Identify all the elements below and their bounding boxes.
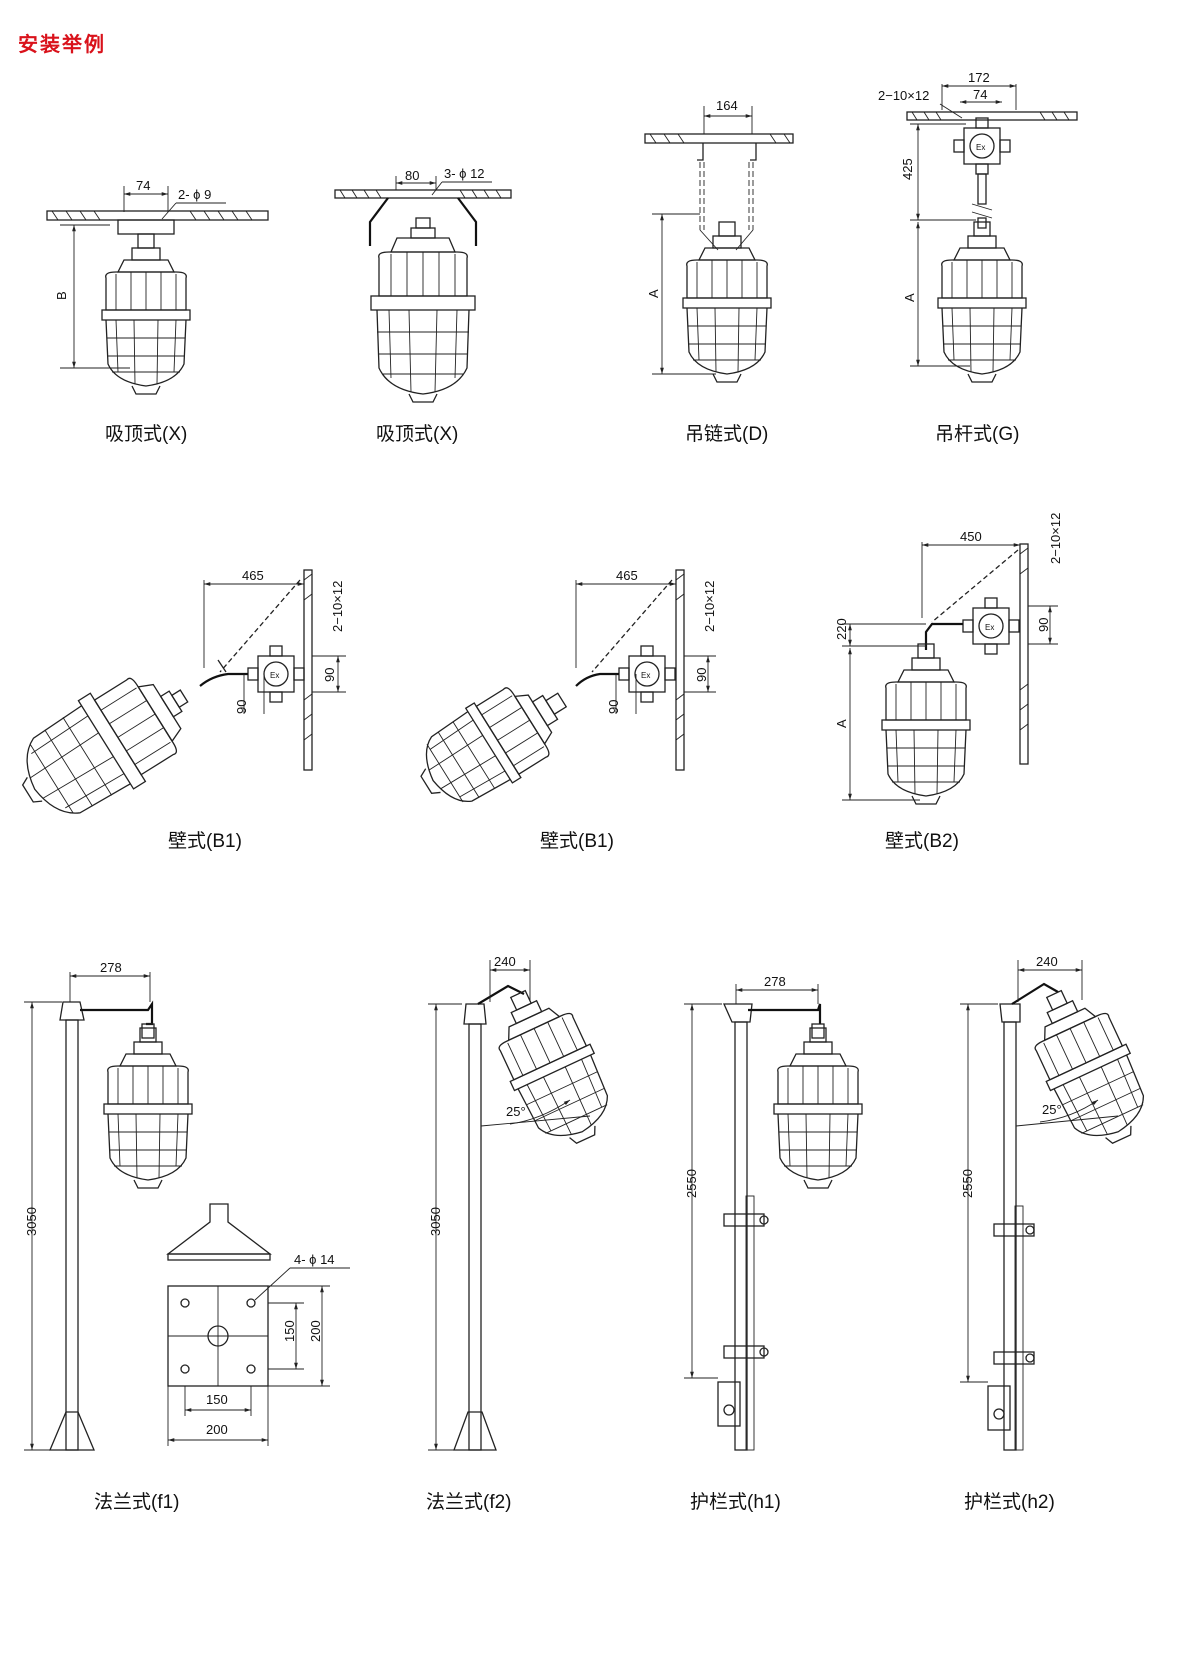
figure-h2: 240 2550 25° 护栏式(h2) [960,954,1163,1513]
dim-text: 2550 [684,1169,699,1198]
figure-d: 164 A 吊链式(D) [644,98,794,445]
dim-text: B [54,291,69,300]
dim-text: 90 [234,700,249,714]
dim-text: 200 [308,1320,323,1342]
figure-caption: 护栏式(h2) [964,1491,1055,1513]
figure-x1: 74 2- ϕ 9 B 吸顶式(X) [46,178,269,445]
dim-text: 25° [1042,1102,1062,1117]
figure-caption: 壁式(B2) [885,830,959,852]
dim-text: 465 [242,568,264,583]
dim-text: A [902,293,917,302]
figure-b2: 450 2−10×12 90 220 A 壁式(B2) [834,513,1063,852]
figure-caption: 法兰式(f1) [94,1491,180,1513]
dim-text: 74 [136,178,150,193]
dim-text: 4- ϕ 14 [294,1252,335,1267]
figure-x2: 80 3- ϕ 12 吸顶式(X) [334,166,512,445]
figure-caption: 壁式(B1) [540,830,614,852]
figure-f2: 240 3050 25° 法兰式(f2) [426,954,627,1513]
dim-text: 2−10×12 [1048,513,1063,564]
figure-caption: 吸顶式(X) [105,423,187,445]
dim-text: 220 [834,618,849,640]
dim-text: 2−10×12 [878,88,929,103]
dim-text: 240 [1036,954,1058,969]
dim-text: 90 [606,700,621,714]
dim-text: 25° [506,1104,526,1119]
figure-caption: 吊杆式(G) [935,423,1019,445]
dim-text: 164 [716,98,738,113]
dim-text: 200 [206,1422,228,1437]
figure-caption: 护栏式(h1) [690,1491,781,1513]
dim-text: 2- ϕ 9 [178,187,211,202]
figure-b1b: 465 2−10×12 90 90 壁式(B1) [402,568,717,852]
dim-text: 74 [973,87,987,102]
figure-caption: 吸顶式(X) [376,423,458,445]
dim-text: 3- ϕ 12 [444,166,485,181]
figure-caption: 法兰式(f2) [426,1491,512,1513]
figure-caption: 壁式(B1) [168,830,242,852]
dim-text: A [834,719,849,728]
dim-text: A [646,289,661,298]
dim-text: 278 [100,960,122,975]
dim-text: 3050 [428,1207,443,1236]
dim-text: 425 [900,158,915,180]
dim-text: 172 [968,70,990,85]
figure-f1: 278 3050 4- ϕ 14 150 200 150 200 [24,960,350,1513]
dim-text: 2550 [960,1169,975,1198]
dim-text: 240 [494,954,516,969]
dim-text: 2−10×12 [702,581,717,632]
figure-b1a: 465 2−10×12 90 90 壁式(B1) [0,568,346,852]
dim-text: 80 [405,168,419,183]
dim-text: 150 [282,1320,297,1342]
dim-text: 150 [206,1392,228,1407]
dim-text: 278 [764,974,786,989]
dim-text: 2−10×12 [330,581,345,632]
dim-text: 90 [1036,618,1051,632]
dim-text: 3050 [24,1207,39,1236]
dim-text: 90 [694,668,709,682]
figure-g: 172 74 2−10×12 425 A 吊杆式(G) [878,70,1078,445]
dim-text: 465 [616,568,638,583]
dim-text: 90 [322,668,337,682]
dim-text: 450 [960,529,982,544]
page-title: 安装举例 [18,32,106,56]
figure-h1: 278 2550 护栏式(h1) [684,974,863,1513]
figure-caption: 吊链式(D) [685,423,768,445]
